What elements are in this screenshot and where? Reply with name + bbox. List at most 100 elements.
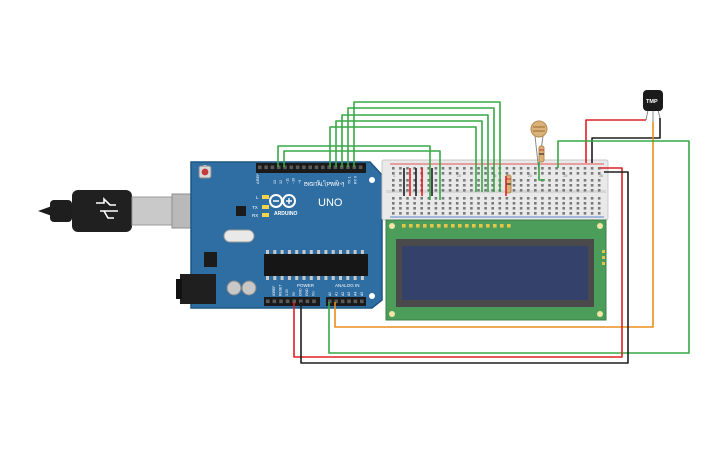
breadboard-hole[interactable] (562, 167, 565, 170)
breadboard-hole[interactable] (519, 197, 523, 200)
breadboard-hole[interactable] (597, 202, 601, 205)
breadboard-hole[interactable] (555, 184, 558, 187)
breadboard-hole[interactable] (526, 207, 530, 210)
breadboard-hole[interactable] (484, 184, 487, 187)
lcd-pin[interactable] (402, 224, 406, 228)
breadboard-hole[interactable] (562, 189, 565, 192)
breadboard-hole[interactable] (505, 167, 509, 170)
header-hole[interactable] (333, 165, 338, 170)
breadboard-hole[interactable] (512, 184, 516, 187)
breadboard-hole[interactable] (463, 202, 466, 205)
breadboard-hole[interactable] (455, 179, 459, 182)
breadboard-hole[interactable] (548, 202, 551, 205)
header-hole[interactable] (266, 299, 270, 304)
wire-black[interactable] (591, 118, 661, 163)
header-hole[interactable] (276, 165, 281, 170)
breadboard-hole[interactable] (448, 179, 452, 182)
breadboard-hole[interactable] (463, 212, 466, 215)
breadboard-hole[interactable] (455, 189, 459, 192)
breadboard-hole[interactable] (526, 202, 530, 205)
breadboard-hole[interactable] (541, 167, 544, 170)
breadboard-hole[interactable] (505, 202, 509, 205)
breadboard-hole[interactable] (526, 167, 530, 170)
breadboard-hole[interactable] (420, 207, 423, 210)
breadboard-hole[interactable] (597, 179, 601, 182)
breadboard-hole[interactable] (576, 179, 580, 182)
header-hole[interactable] (308, 165, 312, 170)
breadboard-hole[interactable] (541, 197, 544, 200)
breadboard-hole[interactable] (541, 212, 544, 215)
breadboard-hole[interactable] (441, 172, 445, 175)
breadboard-hole[interactable] (413, 197, 416, 200)
breadboard-hole[interactable] (455, 167, 459, 170)
breadboard-hole[interactable] (484, 212, 487, 215)
breadboard-hole[interactable] (434, 202, 438, 205)
breadboard-hole[interactable] (519, 184, 523, 187)
breadboard-hole[interactable] (413, 189, 416, 192)
lcd-pin[interactable] (493, 224, 497, 228)
wire-green[interactable] (538, 162, 545, 181)
lcd-pin[interactable] (423, 224, 427, 228)
breadboard-hole[interactable] (491, 179, 494, 182)
wire-green[interactable] (328, 140, 690, 354)
breadboard-hole[interactable] (583, 207, 587, 210)
breadboard-hole[interactable] (406, 184, 409, 187)
breadboard-hole[interactable] (392, 212, 395, 215)
breadboard-hole[interactable] (470, 197, 473, 200)
resistor-icon[interactable] (505, 174, 512, 194)
breadboard-hole[interactable] (427, 212, 431, 215)
breadboard-hole[interactable] (392, 184, 395, 187)
breadboard-hole[interactable] (548, 212, 551, 215)
breadboard-hole[interactable] (541, 202, 544, 205)
breadboard-hole[interactable] (455, 202, 459, 205)
breadboard-hole[interactable] (406, 202, 409, 205)
breadboard-hole[interactable] (434, 207, 438, 210)
breadboard-hole[interactable] (569, 212, 573, 215)
header-hole[interactable] (292, 299, 296, 304)
breadboard-hole[interactable] (427, 184, 431, 187)
breadboard-hole[interactable] (541, 172, 544, 175)
header-hole[interactable] (347, 299, 351, 304)
breadboard-hole[interactable] (569, 207, 573, 210)
breadboard-hole[interactable] (406, 212, 409, 215)
breadboard-hole[interactable] (534, 207, 537, 210)
breadboard-hole[interactable] (455, 172, 459, 175)
breadboard-hole[interactable] (413, 172, 416, 175)
breadboard-hole[interactable] (562, 179, 565, 182)
breadboard-hole[interactable] (590, 202, 594, 205)
header-hole[interactable] (321, 165, 325, 170)
photoresistor-icon[interactable] (530, 120, 548, 173)
breadboard-hole[interactable] (576, 167, 580, 170)
breadboard-hole[interactable] (420, 197, 423, 200)
breadboard-hole[interactable] (470, 212, 473, 215)
breadboard-hole[interactable] (448, 189, 452, 192)
header-hole[interactable] (360, 299, 364, 304)
breadboard-hole[interactable] (555, 212, 558, 215)
breadboard-hole[interactable] (519, 172, 523, 175)
breadboard-hole[interactable] (498, 197, 502, 200)
breadboard-hole[interactable] (512, 167, 516, 170)
breadboard-hole[interactable] (406, 167, 409, 170)
breadboard-hole[interactable] (399, 172, 402, 175)
breadboard-hole[interactable] (590, 197, 594, 200)
header-hole[interactable] (312, 299, 316, 304)
breadboard-hole[interactable] (441, 189, 445, 192)
breadboard-hole[interactable] (562, 202, 565, 205)
breadboard-hole[interactable] (555, 202, 558, 205)
lcd-pin[interactable] (416, 224, 420, 228)
breadboard-hole[interactable] (392, 207, 395, 210)
breadboard-hole[interactable] (413, 179, 416, 182)
breadboard-hole[interactable] (434, 212, 438, 215)
breadboard-hole[interactable] (526, 197, 530, 200)
breadboard-hole[interactable] (597, 172, 601, 175)
breadboard-hole[interactable] (597, 184, 601, 187)
header-hole[interactable] (346, 165, 350, 170)
breadboard-hole[interactable] (526, 189, 530, 192)
header-hole[interactable] (289, 165, 294, 170)
breadboard-hole[interactable] (569, 189, 573, 192)
breadboard-hole[interactable] (434, 167, 438, 170)
breadboard-hole[interactable] (441, 179, 445, 182)
breadboard-hole[interactable] (548, 172, 551, 175)
wire-red[interactable] (585, 119, 646, 163)
breadboard-hole[interactable] (477, 179, 480, 182)
